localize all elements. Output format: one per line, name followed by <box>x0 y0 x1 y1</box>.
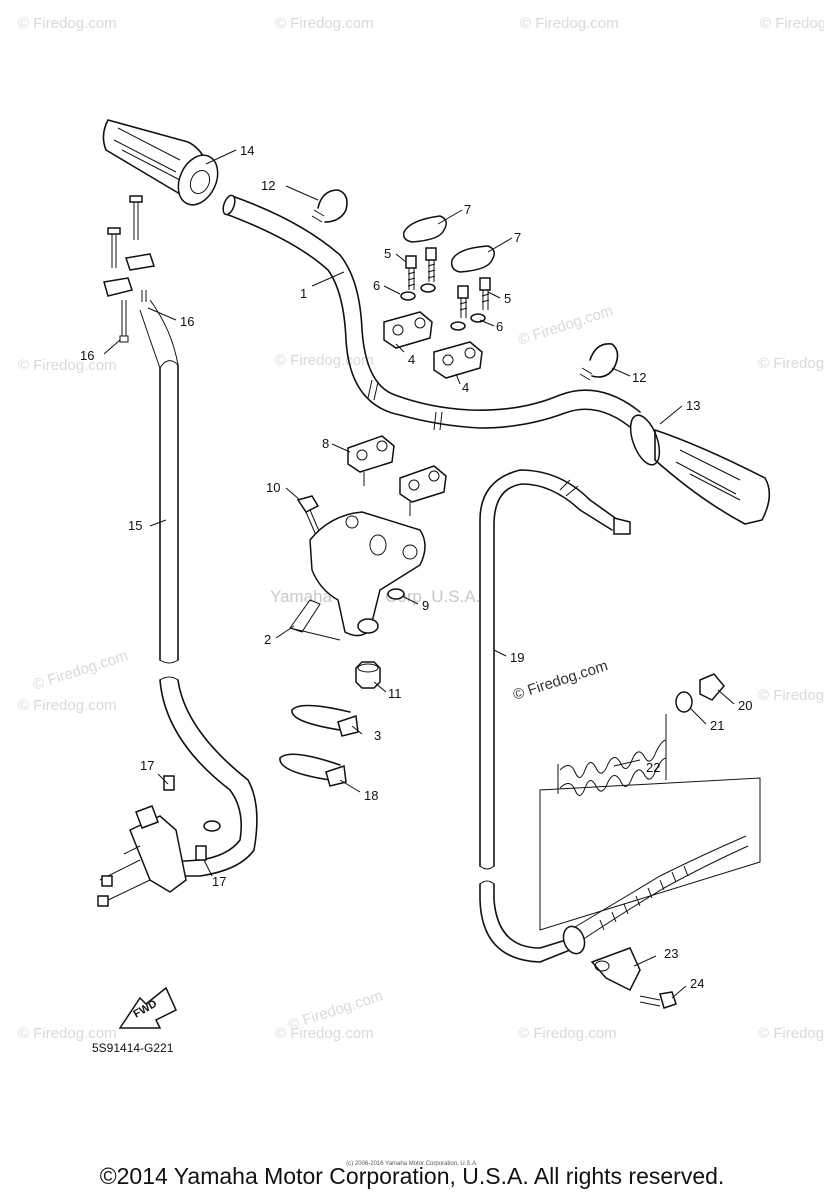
callout-11: 11 <box>388 686 402 701</box>
callout-14: 14 <box>240 143 254 158</box>
handlebar-holder-part-2 <box>289 511 426 641</box>
callout-labels: 14 12 7 7 5 5 6 6 4 4 1 12 13 8 10 9 2 1… <box>80 143 752 991</box>
throttle-housing-part-17 <box>97 775 221 907</box>
right-grip-part-13 <box>629 414 771 525</box>
callout-6: 6 <box>373 278 380 293</box>
throttle-cable-part-15 <box>139 299 258 877</box>
callout-13: 13 <box>686 398 700 413</box>
upper-holder-part-4 <box>383 311 483 379</box>
cap-part-7 <box>402 215 495 273</box>
callout-4: 4 <box>408 352 415 367</box>
leader-lines <box>103 149 735 999</box>
callout-7: 7 <box>464 202 471 217</box>
callout-16: 16 <box>80 348 94 363</box>
callout-4: 4 <box>462 380 469 395</box>
callout-7: 7 <box>514 230 521 245</box>
nut-part-11 <box>355 661 381 689</box>
left-grip-part-14 <box>102 119 219 206</box>
callout-1: 1 <box>300 286 307 301</box>
callout-8: 8 <box>322 436 329 451</box>
watermark-text: © Firedog.com <box>18 1025 117 1042</box>
callout-5: 5 <box>504 291 511 306</box>
watermark-text: © Firedog.com <box>516 302 615 349</box>
callout-23: 23 <box>664 946 678 961</box>
watermark-text: © Firedog.com <box>275 352 374 369</box>
washers-part-6 <box>400 283 486 331</box>
callout-19: 19 <box>510 650 524 665</box>
bracket-part-23 <box>590 947 641 992</box>
callout-21: 21 <box>710 718 724 733</box>
watermark-text: © Firedog.com <box>18 15 117 32</box>
callout-15: 15 <box>128 518 142 533</box>
callout-22: 22 <box>646 760 660 775</box>
callout-20: 20 <box>738 698 752 713</box>
callout-12: 12 <box>632 370 646 385</box>
callout-10: 10 <box>266 480 280 495</box>
callout-3: 3 <box>374 728 381 743</box>
callout-17: 17 <box>140 758 154 773</box>
band-part-18 <box>279 753 347 787</box>
watermark-text: © Firedog.com <box>275 15 374 32</box>
watermark-text: © Firedog.com <box>31 647 130 694</box>
watermark-text: © Firedog.com <box>760 15 824 32</box>
copyright-footer: ©2014 Yamaha Motor Corporation, U.S.A. A… <box>99 1163 725 1189</box>
fine-print: (c) 2006-2016 Yamaha Motor Corporation, … <box>346 1161 478 1167</box>
watermark-text: © Firedog.com <box>518 1025 617 1042</box>
washer-part-9 <box>387 588 405 600</box>
bolts-part-5 <box>405 247 491 318</box>
callout-12: 12 <box>261 178 275 193</box>
watermark-text: © Firedog.com <box>758 1025 824 1042</box>
handlebar-part-1 <box>222 194 641 433</box>
diagram-code: 5S91414-G221 <box>92 1041 174 1055</box>
watermark-text: © Firedog.com <box>18 697 117 714</box>
callout-18: 18 <box>364 788 378 803</box>
watermark-text: © Firedog.com <box>758 355 824 372</box>
brake-cable-end-assembly <box>539 777 761 955</box>
watermark-text: © Firedog.com <box>275 1025 374 1042</box>
spring-parts-20-21-22 <box>557 673 725 796</box>
watermark-text: © Firedog.com <box>520 15 619 32</box>
cable-clamp-part-12 <box>311 189 348 223</box>
callout-9: 9 <box>422 598 429 613</box>
brake-cable-part-19 <box>479 469 631 963</box>
callout-17: 17 <box>212 874 226 889</box>
lower-holder-part-8 <box>347 435 447 516</box>
callout-5: 5 <box>384 246 391 261</box>
watermark-text: © Firedog.com <box>18 357 117 374</box>
watermark-text: © Firedog.com <box>758 687 824 704</box>
fwd-arrow-icon: FWD <box>118 986 177 1029</box>
band-part-3 <box>291 704 359 737</box>
bolt-part-10 <box>296 495 323 541</box>
callout-2: 2 <box>264 632 271 647</box>
bolt-part-24 <box>639 991 677 1009</box>
callout-24: 24 <box>690 976 704 991</box>
callout-6: 6 <box>496 319 503 334</box>
cable-clamp-part-12 <box>579 343 619 381</box>
cable-end-bolts-part-16 <box>103 195 155 343</box>
inline-watermark: © Firedog.com <box>511 657 610 704</box>
callout-16: 16 <box>180 314 194 329</box>
